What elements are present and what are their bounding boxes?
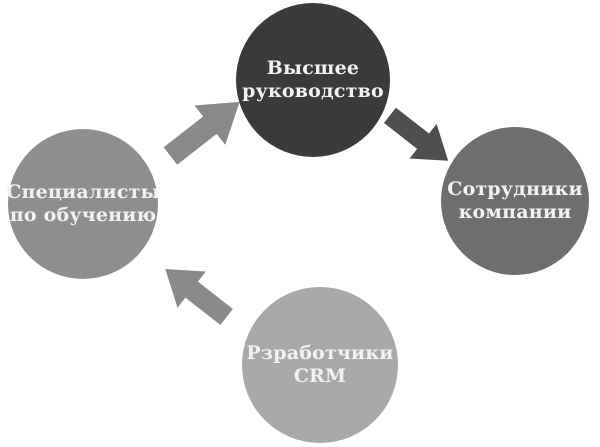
label-line: компании — [458, 201, 572, 223]
node-company-employees: Сотрудники компании — [441, 127, 589, 275]
label-line: Сотрудники — [447, 178, 583, 201]
label-line: Высшее — [266, 57, 360, 80]
node-training-specialists: Специалисты по обучению — [6, 129, 160, 279]
arrow-up-left-icon — [151, 251, 241, 335]
label-line: по обучению — [9, 204, 157, 226]
label-line: CRM — [293, 365, 347, 387]
node-crm-developers-label: Рзработчики CRM — [246, 342, 393, 388]
label-line: Специалисты — [6, 181, 160, 204]
label-line: руководство — [242, 80, 384, 102]
node-training-specialists-label: Специалисты по обучению — [6, 181, 160, 227]
node-company-employees-label: Сотрудники компании — [447, 178, 583, 224]
label-line: Рзработчики — [246, 342, 394, 365]
node-top-management-label: Высшее руководство — [242, 57, 384, 103]
node-top-management: Высшее руководство — [236, 3, 390, 157]
node-crm-developers: Рзработчики CRM — [242, 287, 398, 443]
